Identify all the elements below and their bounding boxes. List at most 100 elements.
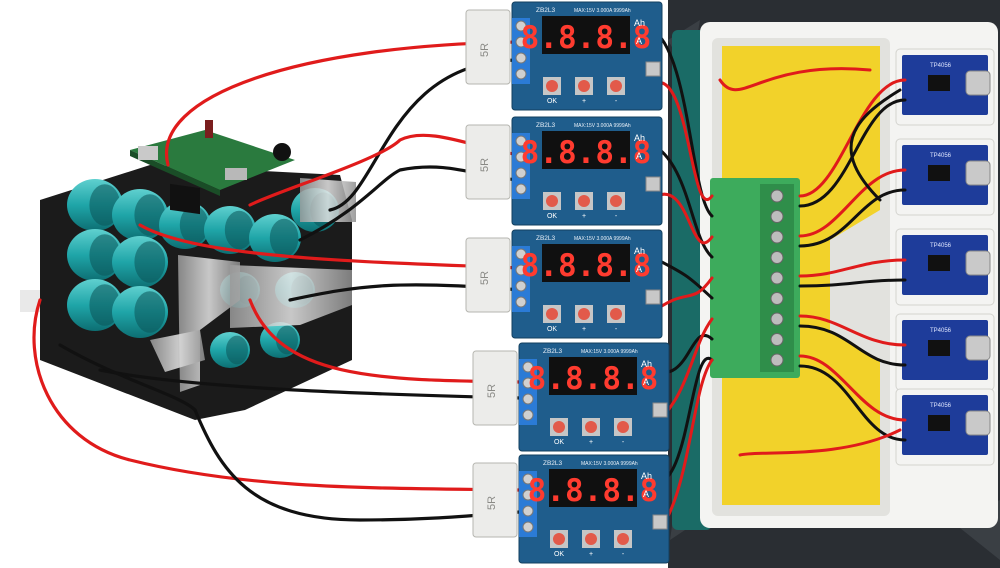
button-label: - xyxy=(622,551,625,558)
button-label: OK xyxy=(547,213,557,220)
tact-button: + xyxy=(575,305,593,333)
module-model: ZB2L3 xyxy=(543,348,563,355)
battery-cell xyxy=(112,236,168,288)
micro-usb-port xyxy=(645,289,661,305)
seven-segment-display: 8.8.8.8 xyxy=(521,16,652,56)
tact-button: - xyxy=(607,192,625,220)
module-model: ZB2L3 xyxy=(536,122,556,129)
tact-button: + xyxy=(575,77,593,105)
usb-c-port xyxy=(965,335,991,361)
module-spec: MAX:15V 3.000A 9999Ah xyxy=(574,8,631,14)
bms-board xyxy=(130,120,295,215)
seven-segment-display: 8.8.8.8 xyxy=(521,131,652,171)
unit-ah-label: Ah xyxy=(641,359,652,369)
module-model: ZB2L3 xyxy=(536,235,556,242)
battery-cell xyxy=(249,214,301,262)
module-spec: MAX:15V 3.000A 9999Ah xyxy=(574,123,631,129)
unit-ah-label: Ah xyxy=(634,246,645,256)
usb-c-port xyxy=(965,250,991,276)
unit-ah-label: Ah xyxy=(634,18,645,28)
module-model: ZB2L3 xyxy=(536,7,556,14)
load-resistor: 5R xyxy=(465,9,511,85)
display-digits: 8.8.8.8 xyxy=(528,473,659,509)
tact-button: - xyxy=(614,530,632,558)
charger-label: TP4056 xyxy=(930,243,952,249)
resistor-label: 5R xyxy=(486,384,498,398)
button-label: - xyxy=(622,439,625,446)
button-label: - xyxy=(615,213,618,220)
charger-module: TP4056 xyxy=(895,313,995,391)
button-label: OK xyxy=(547,326,557,333)
button-label: + xyxy=(589,551,593,558)
module-spec: MAX:15V 3.000A 9999Ah xyxy=(581,461,638,467)
module-model: ZB2L3 xyxy=(543,460,563,467)
resistor-label: 5R xyxy=(486,496,498,510)
button-label: - xyxy=(615,98,618,105)
module-spec: MAX:15V 3.000A 9999Ah xyxy=(574,236,631,242)
load-resistor: 5R xyxy=(465,124,511,200)
module-spec: MAX:15V 3.000A 9999Ah xyxy=(581,349,638,355)
seven-segment-display: 8.8.8.8 xyxy=(528,357,659,397)
tact-button: OK xyxy=(550,418,568,446)
display-digits: 8.8.8.8 xyxy=(521,248,652,284)
display-digits: 8.8.8.8 xyxy=(528,361,659,397)
unit-a-label: A xyxy=(636,264,642,274)
seven-segment-display: 8.8.8.8 xyxy=(528,469,659,509)
tact-button: - xyxy=(607,77,625,105)
charger-module: TP4056 xyxy=(895,138,995,216)
resistor-label: 5R xyxy=(479,158,491,172)
load-resistor: 5R xyxy=(465,237,511,313)
micro-usb-port xyxy=(645,61,661,77)
tact-button: - xyxy=(607,305,625,333)
resistor-label: 5R xyxy=(479,271,491,285)
charger-label: TP4056 xyxy=(930,328,952,334)
button-label: OK xyxy=(554,439,564,446)
button-label: + xyxy=(589,439,593,446)
battery-pack xyxy=(20,120,356,420)
load-resistor: 5R xyxy=(472,462,518,538)
tact-button: + xyxy=(582,418,600,446)
usb-c-port xyxy=(965,160,991,186)
unit-a-label: A xyxy=(636,151,642,161)
battery-cell xyxy=(210,332,250,368)
micro-usb-port xyxy=(645,176,661,192)
unit-a-label: A xyxy=(643,377,649,387)
usb-c-port xyxy=(965,70,991,96)
tact-button: + xyxy=(582,530,600,558)
button-label: - xyxy=(615,326,618,333)
micro-usb-port xyxy=(652,514,668,530)
button-label: OK xyxy=(554,551,564,558)
charger-module: TP4056 xyxy=(895,228,995,306)
button-label: + xyxy=(582,98,586,105)
nickel-strips xyxy=(20,178,356,392)
button-label: OK xyxy=(547,98,557,105)
display-digits: 8.8.8.8 xyxy=(521,135,652,171)
unit-ah-label: Ah xyxy=(634,133,645,143)
charger-label: TP4056 xyxy=(930,403,952,409)
tact-button: OK xyxy=(543,77,561,105)
tact-button: OK xyxy=(543,305,561,333)
button-label: + xyxy=(582,213,586,220)
tact-button: OK xyxy=(550,530,568,558)
micro-usb-port xyxy=(652,402,668,418)
charger-module: TP4056 xyxy=(895,48,995,126)
charger-module: TP4056 xyxy=(895,388,995,466)
display-digits: 8.8.8.8 xyxy=(521,20,652,56)
usb-c-port xyxy=(965,410,991,436)
unit-a-label: A xyxy=(636,36,642,46)
resistor-label: 5R xyxy=(479,43,491,57)
tact-button: OK xyxy=(543,192,561,220)
charger-label: TP4056 xyxy=(930,153,952,159)
unit-ah-label: Ah xyxy=(641,471,652,481)
tact-button: + xyxy=(575,192,593,220)
unit-a-label: A xyxy=(643,489,649,499)
